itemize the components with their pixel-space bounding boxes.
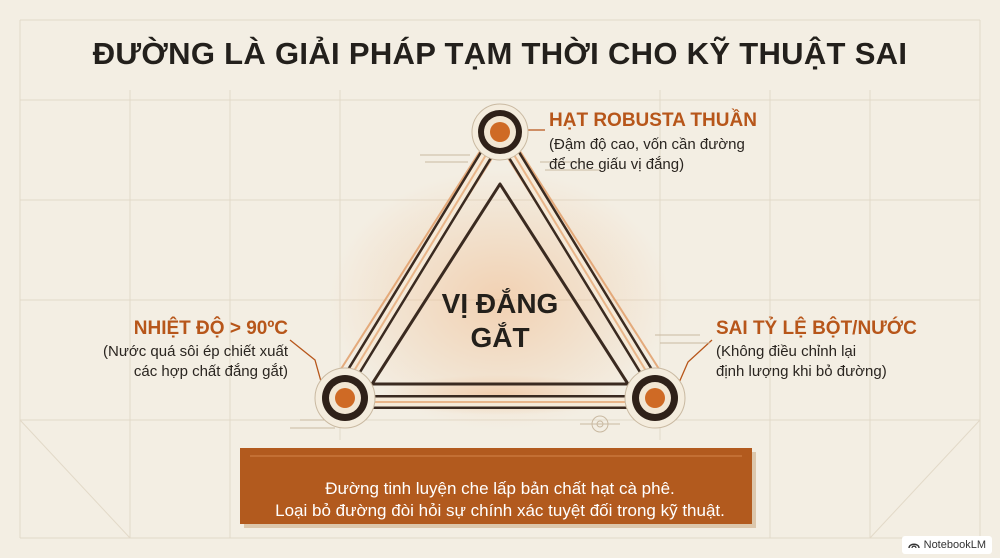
node-top-marker	[471, 103, 529, 161]
node-right-desc: (Không điều chỉnh lại định lượng khi bỏ …	[716, 342, 887, 382]
center-label: VỊ ĐẮNG GẮT	[410, 287, 590, 355]
node-right-desc-line2: định lượng khi bỏ đường)	[716, 363, 887, 380]
banner-line2: Loại bỏ đường đòi hỏi sự chính xác tuyệt…	[275, 501, 725, 520]
node-right-marker	[624, 367, 686, 429]
notebooklm-watermark: NotebookLM	[901, 536, 992, 554]
node-right-title: SAI TỶ LỆ BỘT/NƯỚC	[716, 318, 917, 339]
notebooklm-icon	[907, 543, 920, 549]
node-top-desc: (Đậm độ cao, vốn cần đường để che giấu v…	[549, 135, 745, 175]
node-top-desc-line1: (Đậm độ cao, vốn cần đường	[549, 136, 745, 153]
banner-line1: Đường tinh luyện che lấp bản chất hạt cà…	[325, 479, 675, 498]
node-right-desc-line1: (Không điều chỉnh lại	[716, 343, 857, 360]
node-left-desc-line1: (Nước quá sôi ép chiết xuất	[103, 343, 288, 360]
triangle-inner	[370, 182, 630, 386]
banner-text: Đường tinh luyện che lấp bản chất hạt cà…	[240, 478, 760, 522]
page-title: ĐƯỜNG LÀ GIẢI PHÁP TẠM THỜI CHO KỸ THUẬT…	[92, 36, 908, 71]
watermark-label: NotebookLM	[923, 539, 986, 551]
node-top-title: HẠT ROBUSTA THUẦN	[549, 110, 757, 131]
node-left-desc: (Nước quá sôi ép chiết xuất các hợp chất…	[70, 342, 288, 382]
node-left-title: NHIỆT ĐỘ > 90ºC	[133, 318, 288, 339]
center-label-line2: GẮT	[470, 322, 530, 353]
center-label-line1: VỊ ĐẮNG	[441, 288, 559, 319]
node-top-desc-line2: để che giấu vị đắng)	[549, 156, 685, 173]
bottom-banner-shape	[240, 448, 756, 528]
node-left-marker	[314, 367, 376, 429]
node-left-desc-line2: các hợp chất đắng gắt)	[133, 363, 288, 380]
